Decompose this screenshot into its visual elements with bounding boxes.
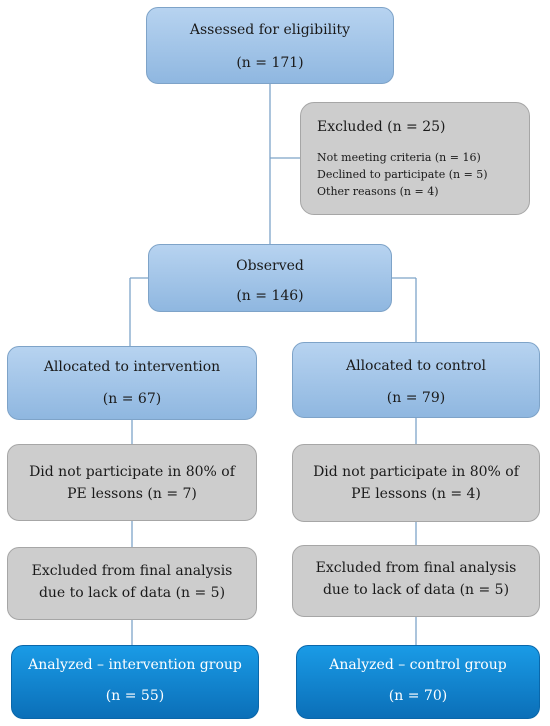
analyzed-intervention-box: Analyzed – intervention group (n = 55): [11, 645, 259, 719]
excluded-title: Excluded (n = 25): [317, 119, 446, 135]
intervention-excluded-final-box: Excluded from final analysis due to lack…: [7, 547, 257, 620]
control-not-participate-box: Did not participate in 80% of PE lessons…: [292, 444, 540, 522]
intervention-not-participate-text: Did not participate in 80% of PE lessons…: [29, 464, 235, 502]
excluded-box: Excluded (n = 25) Not meeting criteria (…: [300, 102, 530, 215]
allocated-intervention-box: Allocated to intervention (n = 67): [7, 346, 257, 420]
allocated-intervention-count: (n = 67): [102, 391, 162, 407]
analyzed-control-count: (n = 70): [388, 688, 448, 704]
observed-box: Observed (n = 146): [148, 244, 392, 312]
analyzed-control-box: Analyzed – control group (n = 70): [296, 645, 540, 719]
intervention-excluded-final-text: Excluded from final analysis due to lack…: [31, 563, 233, 601]
analyzed-intervention-title: Analyzed – intervention group: [28, 657, 242, 673]
allocated-control-title: Allocated to control: [345, 358, 487, 374]
control-not-participate-text: Did not participate in 80% of PE lessons…: [313, 464, 519, 502]
excluded-reason: Not meeting criteria (n = 16): [317, 151, 481, 164]
excluded-reason: Other reasons (n = 4): [317, 185, 439, 198]
assessed-box: Assessed for eligibility (n = 171): [146, 7, 394, 84]
excluded-reason: Declined to participate (n = 5): [317, 168, 488, 181]
observed-count: (n = 146): [236, 288, 304, 304]
excluded-reasons-list: Not meeting criteria (n = 16) Declined t…: [317, 149, 488, 200]
analyzed-intervention-count: (n = 55): [105, 688, 165, 704]
intervention-not-participate-box: Did not participate in 80% of PE lessons…: [7, 444, 257, 521]
allocated-intervention-title: Allocated to intervention: [43, 359, 221, 375]
observed-title: Observed: [236, 258, 304, 274]
analyzed-control-title: Analyzed – control group: [329, 657, 507, 673]
assessed-title: Assessed for eligibility: [189, 22, 351, 38]
control-excluded-final-box: Excluded from final analysis due to lack…: [292, 545, 540, 617]
control-excluded-final-text: Excluded from final analysis due to lack…: [315, 560, 517, 598]
assessed-count: (n = 171): [236, 55, 304, 71]
allocated-control-count: (n = 79): [386, 390, 446, 406]
allocated-control-box: Allocated to control (n = 79): [292, 342, 540, 418]
